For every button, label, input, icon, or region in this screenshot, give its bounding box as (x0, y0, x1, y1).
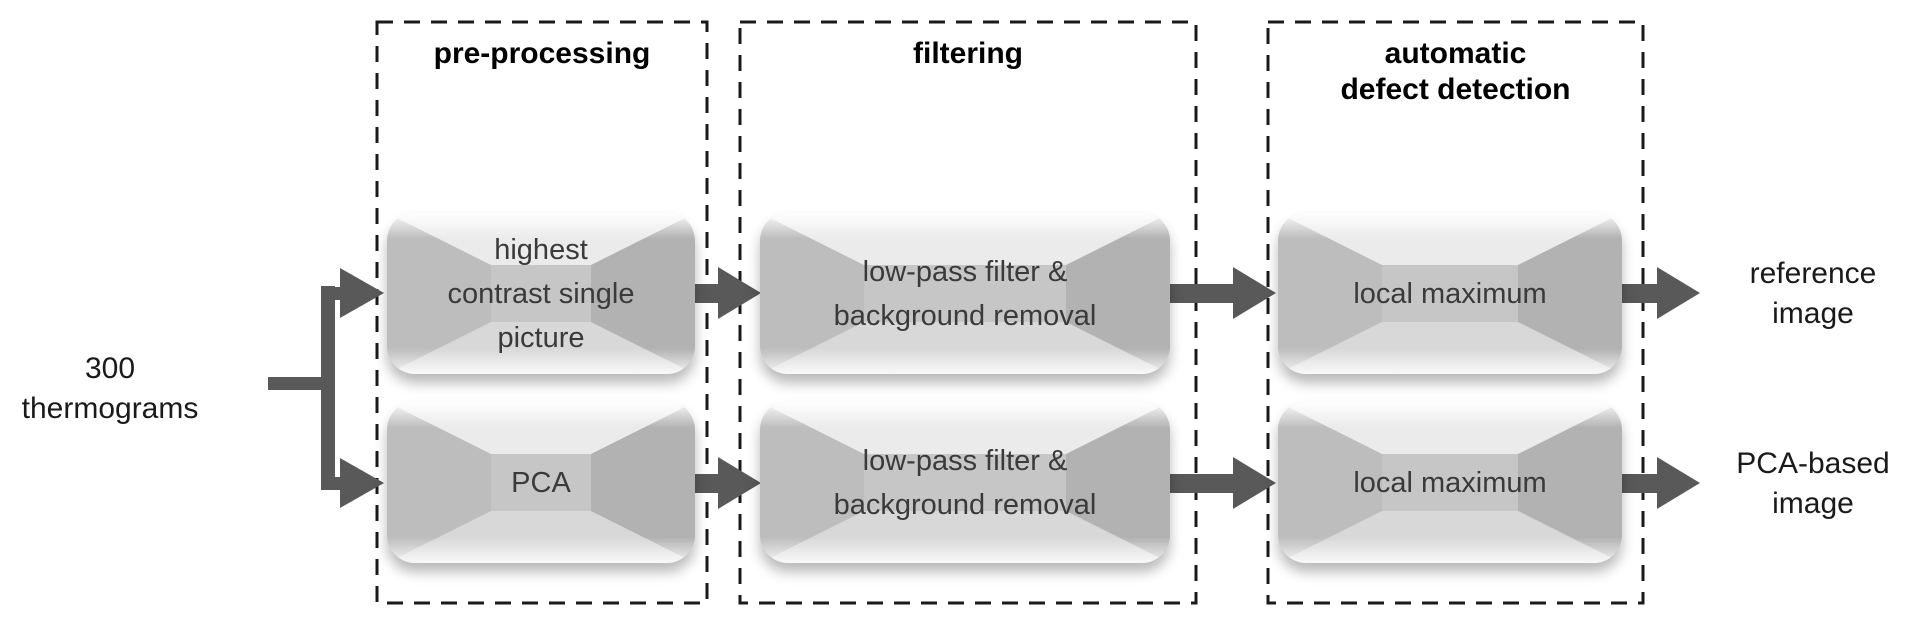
stage-label-filtering: filtering (913, 37, 1023, 70)
node-highest-contrast-picture: highest contrast single picture (387, 213, 695, 374)
stage-box-filtering (738, 20, 1198, 605)
node-label: PCA (511, 466, 571, 499)
stage-box-pre-processing (375, 20, 709, 605)
node-label: local maximum (1353, 466, 1547, 499)
stage-label-pre-processing: pre-processing (433, 37, 651, 70)
stage-box-defect-detection (1266, 20, 1645, 605)
arrow-filtering-to-detection-row2-icon (1169, 457, 1276, 509)
node-lowpass-filter-row1: low-pass filter & background removal (760, 213, 1170, 374)
arrow-preprocessing-to-filtering-row1-icon (694, 267, 761, 319)
arrow-detection-to-output-row2-icon (1621, 457, 1700, 509)
node-label: low-pass filter & background removal (833, 444, 1097, 521)
branch-connector-icon (268, 268, 384, 508)
node-label: local maximum (1353, 277, 1547, 310)
stage-label-defect-detection: automatic defect detection (1340, 37, 1571, 106)
node-local-maximum-row2: local maximum (1278, 402, 1622, 563)
output-label-reference-image: reference image (1749, 257, 1877, 330)
arrow-detection-to-output-row1-icon (1621, 267, 1700, 319)
node-pca: PCA (387, 402, 695, 563)
output-label-pca-based-image: PCA-based image (1736, 447, 1890, 520)
arrow-preprocessing-to-filtering-row2-icon (694, 457, 761, 509)
node-label: highest contrast single picture (447, 233, 635, 354)
node-lowpass-filter-row2: low-pass filter & background removal (760, 402, 1170, 563)
arrow-filtering-to-detection-row1-icon (1169, 267, 1276, 319)
node-label: low-pass filter & background removal (833, 255, 1097, 332)
input-label: 300 thermograms (21, 352, 199, 425)
node-local-maximum-row1: local maximum (1278, 213, 1622, 374)
